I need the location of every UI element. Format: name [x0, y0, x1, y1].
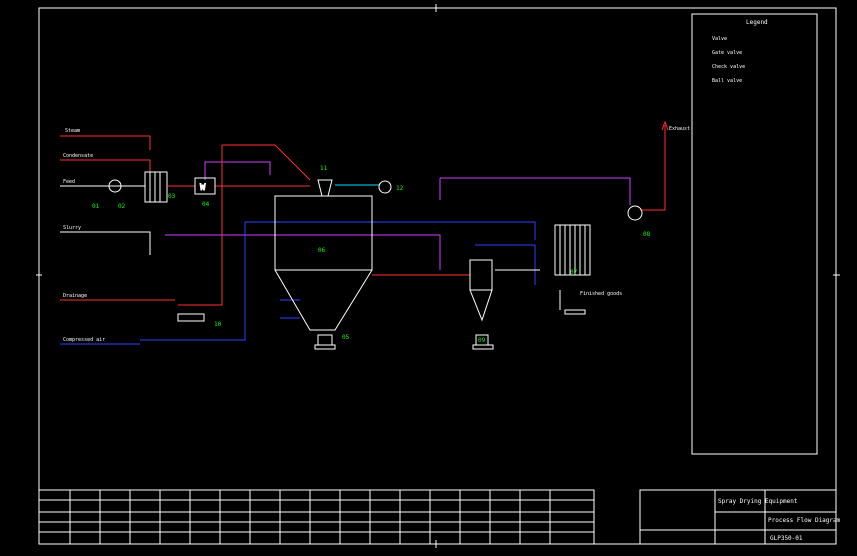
title-block — [38, 489, 837, 545]
tag-12: 12 — [396, 185, 404, 192]
pipes — [60, 120, 669, 345]
exhaust-arrow — [661, 120, 669, 131]
title-block-text: Spray Drying Equipment Process Flow Diag… — [718, 498, 841, 542]
stream-feed: Feed — [63, 179, 75, 185]
title-block-company: Spray Drying Equipment — [718, 498, 798, 505]
tag-11: 11 — [320, 165, 328, 172]
blue-line-2 — [140, 222, 246, 341]
legend-item: Valve — [712, 36, 727, 42]
tag-03: 03 — [168, 193, 176, 200]
bag-filter — [554, 224, 591, 276]
tag-08: 08 — [643, 231, 651, 238]
tag-05: 05 — [342, 334, 350, 341]
exhaust-line — [640, 125, 666, 211]
tag-02: 02 — [118, 203, 126, 210]
blue-line-5 — [475, 244, 536, 285]
stream-compressed-air: Compressed air — [63, 337, 105, 343]
w-box — [194, 177, 216, 195]
cyclone-cone — [469, 289, 493, 322]
tag-06: 06 — [318, 247, 326, 254]
title-block-drawing-title: Process Flow Diagram — [768, 517, 841, 524]
legend-item: Ball valve — [712, 78, 742, 84]
steam-heater — [144, 171, 168, 203]
magenta-line-2 — [440, 177, 631, 205]
legend-item: Gate valve — [712, 50, 742, 56]
slurry-line — [60, 231, 151, 255]
stream-condensate: Condensate — [63, 153, 93, 159]
stream-drainage: Drainage — [63, 293, 87, 299]
tag-01: 01 — [92, 203, 100, 210]
air-to-dryer — [222, 144, 311, 181]
stream-exhaust: Exhaust — [669, 126, 690, 132]
tag-09: 09 — [478, 337, 486, 344]
atomizer — [317, 179, 333, 197]
tag-07: 07 — [570, 269, 578, 276]
tag-04: 04 — [202, 201, 210, 208]
legend-title: Legend — [746, 19, 768, 26]
feed-pump — [108, 179, 122, 193]
equipment-tags: 01 02 03 04 05 06 07 08 09 10 11 12 — [92, 165, 651, 344]
title-block-drawing-no: GLP350-01 — [770, 535, 803, 542]
tag-10: 10 — [214, 321, 222, 328]
steam-line — [60, 135, 151, 150]
hot-air-up — [204, 161, 271, 180]
legend-item: Check valve — [712, 64, 745, 70]
w-box-label: W — [200, 183, 206, 193]
stream-slurry: Slurry — [63, 225, 81, 231]
stream-steam: Steam — [65, 128, 80, 134]
blue-line-1 — [245, 221, 536, 240]
magenta-line-1 — [165, 234, 441, 270]
stream-finished-goods: Finished goods — [580, 291, 622, 297]
equipment: W — [108, 171, 643, 350]
red-main-vertical — [178, 145, 223, 306]
feed-pump-12 — [378, 180, 392, 194]
heat-exchanger — [177, 313, 205, 322]
exhaust-fan — [627, 205, 643, 221]
condensate-line — [60, 159, 151, 175]
stream-labels: Steam Condensate Feed Slurry Drainage Co… — [63, 126, 690, 343]
